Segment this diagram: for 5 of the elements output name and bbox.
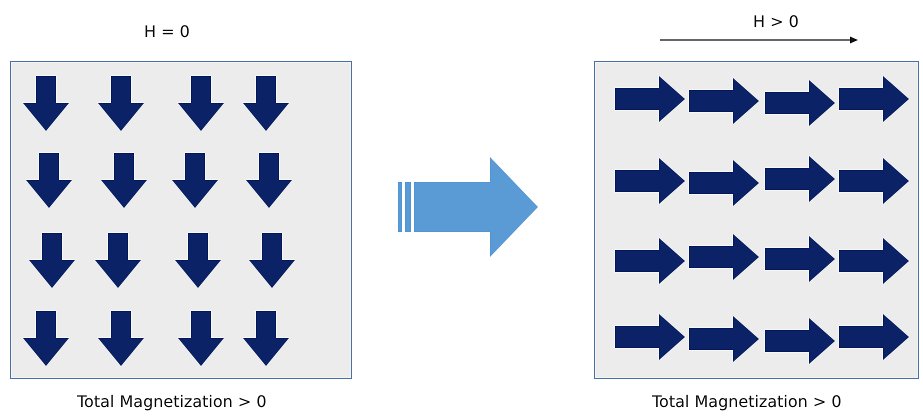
panel-label: Total Magnetization > 0 bbox=[77, 392, 267, 411]
panel-label: Total Magnetization > 0 bbox=[652, 392, 842, 411]
block-arrow bbox=[398, 157, 538, 257]
field-label: H = 0 bbox=[144, 22, 190, 41]
field-label: H > 0 bbox=[753, 12, 799, 31]
